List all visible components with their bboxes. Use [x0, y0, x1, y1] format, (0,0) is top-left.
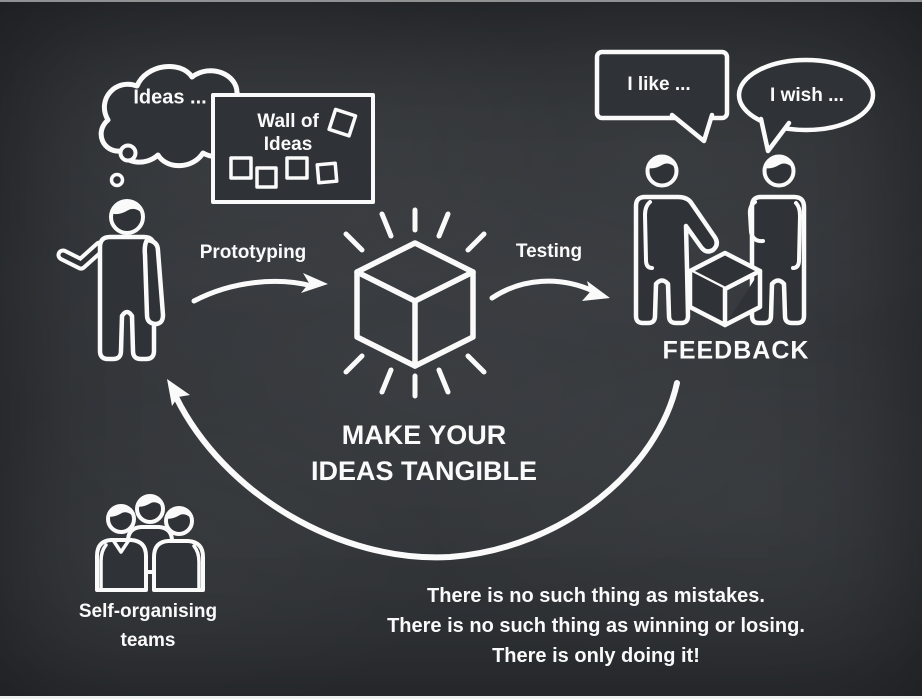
- prototype-cube-icon: [343, 207, 487, 399]
- tester-right-icon: [747, 154, 807, 326]
- shine-rays: [343, 207, 487, 399]
- tester-left-icon: [633, 154, 719, 326]
- i-wish-bubble-label: I wish ...: [770, 85, 844, 106]
- sticky-note: [229, 156, 253, 180]
- quote-line2: There is no such thing as winning or los…: [387, 615, 805, 637]
- cube-left-face: [354, 269, 418, 369]
- thought-trail-bubble: [118, 143, 138, 163]
- hair: [108, 506, 134, 517]
- torso: [95, 538, 148, 592]
- feedback-cube-icon: [687, 250, 763, 328]
- arrowhead: [301, 273, 328, 293]
- top-edge: [0, 0, 922, 2]
- speech-bubble-oval-icon: [736, 57, 876, 154]
- cube-top-face: [354, 240, 476, 304]
- bent-arm-seam: [747, 200, 765, 244]
- hair: [166, 508, 192, 519]
- wall-label-line2: Ideas: [263, 134, 313, 155]
- thought-trail-bubble: [109, 172, 125, 188]
- torso: [152, 539, 205, 592]
- iteration-arrow-icon: [167, 379, 680, 561]
- bubble-tail: [669, 112, 715, 144]
- arm-seam: [791, 201, 802, 270]
- main-title: MAKE YOUR IDEAS TANGIBLE: [311, 417, 537, 489]
- sticky-note: [285, 156, 309, 180]
- bubble-tail: [758, 116, 792, 154]
- feedback-heading: FEEDBACK: [662, 336, 810, 365]
- board-frame: [211, 93, 375, 204]
- arm-seam: [99, 543, 108, 590]
- collar: [111, 538, 131, 554]
- team-label: Self-organising teams: [79, 597, 217, 655]
- main-title-line2: IDEAS TANGIBLE: [310, 456, 538, 486]
- wall-of-ideas-label: Wall of Ideas: [257, 110, 319, 156]
- testing-label: Testing: [515, 241, 583, 262]
- body-outline: [749, 194, 807, 326]
- quote-line3: There is only doing it!: [492, 645, 700, 667]
- arm-seam: [192, 544, 201, 590]
- hair: [111, 201, 143, 215]
- ideas-thought-label: Ideas ...: [133, 86, 207, 109]
- hanging-arm: [142, 237, 166, 327]
- cube-right-face: [412, 269, 476, 369]
- prototyping-arrow-icon: [191, 273, 328, 304]
- team-group-icon: [95, 494, 205, 592]
- thinking-person-icon: [56, 199, 166, 362]
- prototyping-label: Prototyping: [199, 242, 307, 263]
- arm-seam: [643, 200, 654, 270]
- hair: [137, 496, 163, 507]
- bottom-edge: [0, 696, 922, 699]
- body-outline: [633, 194, 719, 326]
- hair: [648, 157, 676, 169]
- wall-of-ideas-icon: [211, 93, 375, 204]
- quote-line1: There is no such thing as mistakes.: [427, 585, 765, 607]
- wall-label-line1: Wall of: [257, 111, 319, 132]
- hair: [765, 157, 793, 169]
- body-outline: [97, 234, 157, 362]
- sticky-note: [255, 166, 278, 189]
- arrowhead: [582, 281, 610, 301]
- sticky-note: [315, 161, 339, 185]
- quote-text: There is no such thing as mistakes. Ther…: [387, 581, 805, 671]
- main-title-line1: MAKE YOUR: [341, 420, 507, 450]
- sticky-note: [327, 107, 358, 138]
- team-label-line1: Self-organising: [78, 601, 218, 622]
- team-label-line2: teams: [120, 630, 176, 651]
- speech-bubble-rect-icon: [594, 49, 730, 144]
- i-like-bubble-label: I like ...: [627, 74, 691, 95]
- arrowhead: [167, 379, 190, 406]
- testing-arrow-icon: [489, 278, 610, 301]
